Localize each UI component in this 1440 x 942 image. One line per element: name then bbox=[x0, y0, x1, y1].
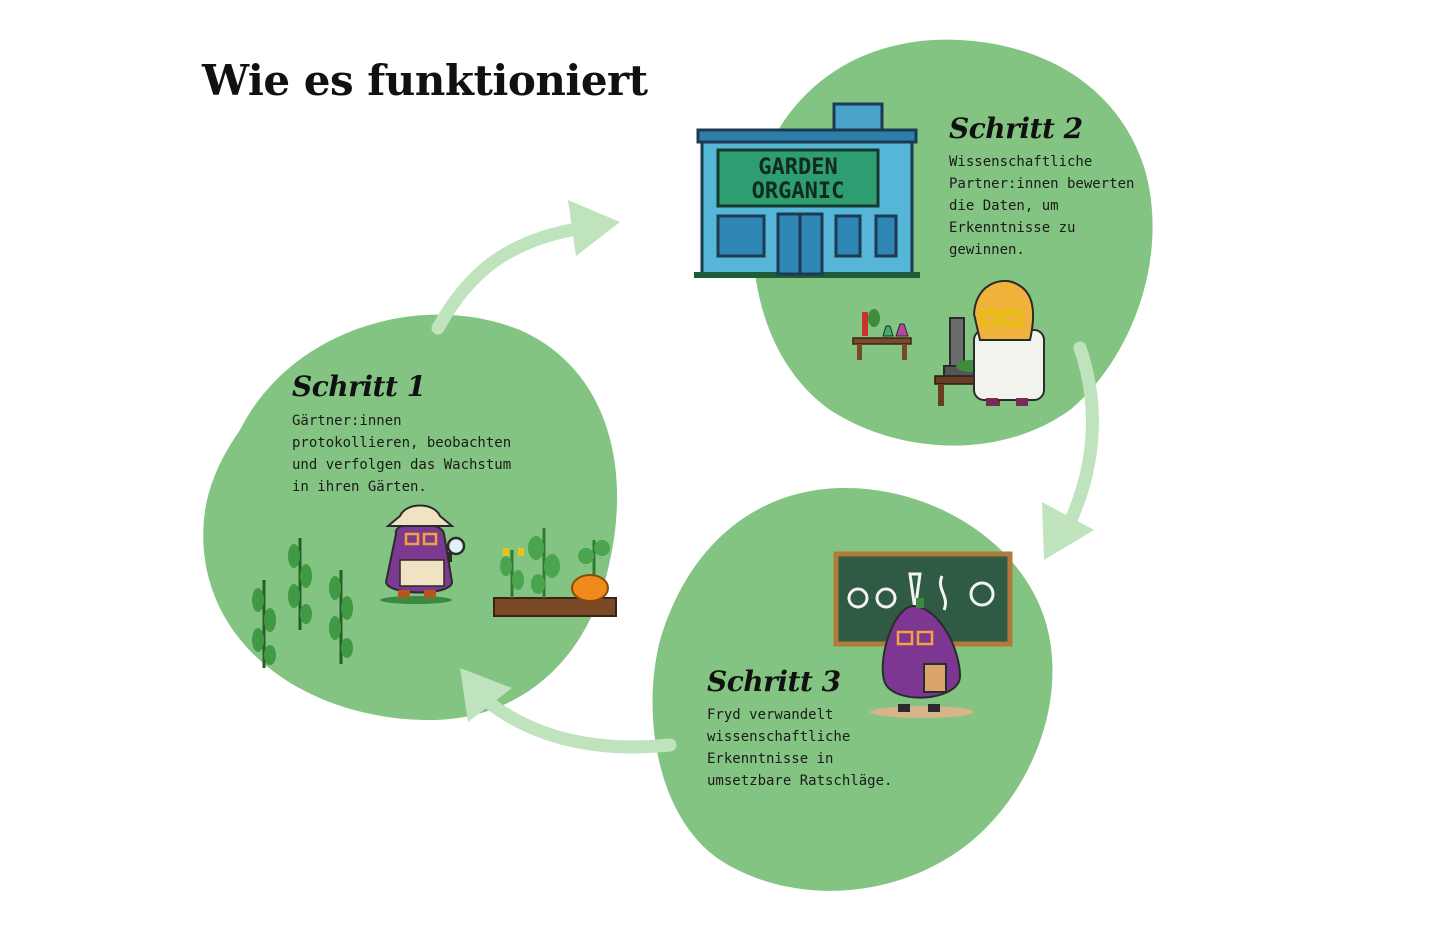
arrow-step3-to-step1 bbox=[460, 668, 677, 754]
garden-organic-building: GARDEN ORGANIC bbox=[694, 102, 920, 278]
teacher-character bbox=[870, 598, 974, 718]
lab-table-flasks bbox=[852, 309, 912, 360]
arrow-step2-to-step3 bbox=[1042, 341, 1099, 560]
building-sign bbox=[716, 148, 880, 208]
step-1-description: Gärtner:innen protokollieren, beobachten… bbox=[292, 413, 512, 495]
garden-bed bbox=[493, 528, 617, 617]
scientist-character bbox=[934, 279, 1045, 406]
building-sign-line1: GARDEN bbox=[758, 155, 837, 180]
arrow-step1-to-step2 bbox=[431, 200, 620, 335]
step-3-title: Schritt 3 bbox=[707, 665, 841, 698]
step-1-title: Schritt 1 bbox=[292, 370, 426, 403]
step-3-description: Fryd verwandelt wissenschaftliche Erkenn… bbox=[707, 707, 893, 789]
page-title: Wie es funktioniert bbox=[202, 56, 648, 105]
step-2-description: Wissenschaftliche Partner:innen bewerten… bbox=[949, 154, 1135, 258]
building-sign-line2: ORGANIC bbox=[752, 179, 845, 204]
step-2-title: Schritt 2 bbox=[949, 112, 1083, 145]
corn-plants bbox=[252, 538, 353, 668]
explorer-character bbox=[380, 504, 466, 604]
